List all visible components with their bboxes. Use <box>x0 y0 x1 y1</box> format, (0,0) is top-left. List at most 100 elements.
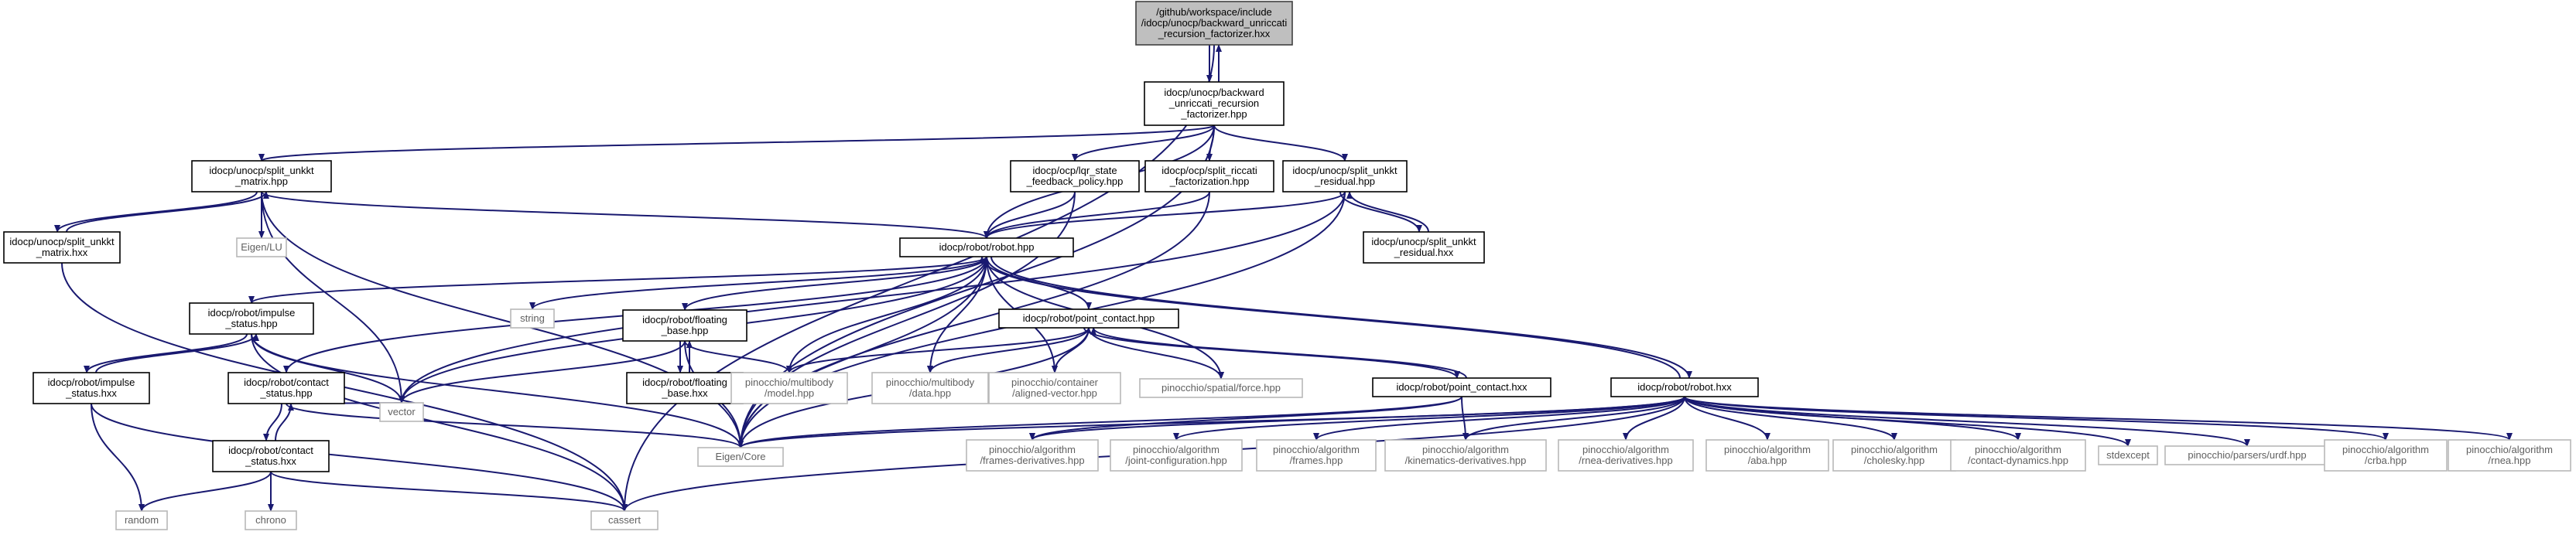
node-label-line: _status.hpp <box>224 318 277 329</box>
node-label-line: /cholesky.hpp <box>1864 455 1925 466</box>
edge-n22-to-n30 <box>1623 396 1685 441</box>
node-label-line: pinocchio/algorithm <box>1273 444 1360 455</box>
node-label-line: Eigen/LU <box>241 241 282 253</box>
node-label-line: idocp/unocp/split_unkkt <box>209 165 314 176</box>
node-label-line: Eigen/Core <box>715 451 765 462</box>
node-idocp-robot-contact-status-hxx[interactable]: idocp/robot/contact_status.hxx <box>212 440 330 472</box>
edge-n21-to-n13 <box>1090 327 1467 379</box>
edge-n22-to-n35 <box>1684 396 2250 447</box>
node-stdexcept: stdexcept <box>2098 445 2158 465</box>
edge-n22-to-n31 <box>1684 396 1770 441</box>
edge-n22-to-n8 <box>979 256 1681 379</box>
node-pinocchio-algorithm-crba-hpp: pinocchio/algorithm/crba.hpp <box>2324 439 2448 472</box>
node-idocp-robot-point-contact-hpp[interactable]: idocp/robot/point_contact.hpp <box>998 308 1179 329</box>
node-cassert: cassert <box>590 510 659 530</box>
edge-n1-to-n5 <box>1213 124 1348 162</box>
node-label-line: /frames-derivatives.hpp <box>980 455 1084 466</box>
edge-n2-to-n8 <box>261 191 990 239</box>
node-label-line: /contact-dynamics.hpp <box>1968 455 2068 466</box>
edge-n9-to-n5 <box>1346 191 1429 233</box>
node-eigen-lu: Eigen/LU <box>236 237 287 257</box>
node-vector: vector <box>379 402 424 422</box>
edge-n4-to-n8 <box>984 191 1210 239</box>
node-pinocchio-parsers-urdf-hpp: pinocchio/parsers/urdf.hpp <box>2164 445 2330 465</box>
node-label-line: idocp/robot/robot.hxx <box>1637 381 1732 393</box>
node-idocp-robot-contact-status-hpp[interactable]: idocp/robot/contact_status.hpp <box>227 372 345 404</box>
node-label-line: _unriccati_recursion <box>1168 97 1259 109</box>
node-label-line: pinocchio/algorithm <box>1724 444 1811 455</box>
node-eigen-core: Eigen/Core <box>697 447 784 467</box>
edge-n2-to-n6 <box>54 191 258 233</box>
edge-n8-to-n18 <box>927 256 987 373</box>
node-idocp-unocp-split-unkkt-matrix-hxx[interactable]: idocp/unocp/split_unkkt_matrix.hxx <box>3 231 121 264</box>
edge-n8-to-n12 <box>682 256 987 311</box>
node-label-line: pinocchio/algorithm <box>1975 444 2061 455</box>
node-idocp-robot-impulse-status-hpp[interactable]: idocp/robot/impulse_status.hpp <box>189 302 314 335</box>
edge-n22-to-n32 <box>1684 396 1897 441</box>
node-label-line: pinocchio/algorithm <box>1133 444 1220 455</box>
node-label-line: pinocchio/algorithm <box>1422 444 1509 455</box>
node-label-line: /crba.hpp <box>2365 455 2407 466</box>
node-label-line: cassert <box>608 514 641 526</box>
node-idocp-unocp-split-unkkt-residual-hpp[interactable]: idocp/unocp/split_unkkt_residual.hpp <box>1282 160 1408 193</box>
edge-n13-to-n18 <box>927 327 1090 373</box>
node-idocp-unocp-backward-unriccati-recursion-factorizer-hpp[interactable]: idocp/unocp/backward_unriccati_recursion… <box>1144 81 1285 126</box>
node-label-line: /frames.hpp <box>1290 455 1343 466</box>
node-label-line: _factorization.hpp <box>1169 175 1250 187</box>
node-label-line: idocp/ocp/split_riccati <box>1161 165 1257 176</box>
edge-n12-to-n23 <box>399 340 686 404</box>
node-label-line: _base.hpp <box>661 325 709 336</box>
node-label-line: idocp/robot/robot.hpp <box>939 241 1035 253</box>
node-github-workspace-include-idocp-unocp-backward-unriccati-recursion-factorizer-hxx[interactable]: /github/workspace/include/idocp/unocp/ba… <box>1135 1 1293 46</box>
node-idocp-unocp-split-unkkt-matrix-hpp[interactable]: idocp/unocp/split_unkkt_matrix.hpp <box>191 160 332 193</box>
edge-n8-to-n17 <box>786 256 987 373</box>
node-label-line: pinocchio/container <box>1011 377 1099 388</box>
node-label-line: pinocchio/spatial/force.hpp <box>1161 382 1281 394</box>
node-pinocchio-algorithm-rnea-derivatives-hpp: pinocchio/algorithm/rnea-derivatives.hpp <box>1558 439 1694 472</box>
node-label-line: _factorizer.hpp <box>1180 108 1247 120</box>
node-idocp-robot-robot-hxx[interactable]: idocp/robot/robot.hxx <box>1610 377 1759 397</box>
node-pinocchio-algorithm-frames-derivatives-hpp: pinocchio/algorithm/frames-derivatives.h… <box>966 439 1099 472</box>
node-label-line: /model.hpp <box>765 387 814 399</box>
node-label-line: _status.hxx <box>245 455 296 467</box>
edge-n25-to-n40 <box>270 471 628 512</box>
node-idocp-ocp-split-riccati-factorization-hpp[interactable]: idocp/ocp/split_riccati_factorization.hp… <box>1144 160 1274 193</box>
node-label-line: idocp/unocp/split_unkkt <box>9 236 115 247</box>
node-label-line: _status.hpp <box>259 387 312 399</box>
node-string: string <box>510 308 555 329</box>
edge-n14-to-n38 <box>91 403 145 512</box>
node-idocp-robot-point-contact-hxx[interactable]: idocp/robot/point_contact.hxx <box>1372 377 1551 397</box>
node-idocp-robot-robot-hpp[interactable]: idocp/robot/robot.hpp <box>899 237 1074 257</box>
edge-n10-to-n24 <box>251 333 744 448</box>
node-label-line: random <box>125 514 159 526</box>
node-label-line: idocp/robot/floating <box>642 377 727 388</box>
edge-n15-to-n24 <box>286 403 744 448</box>
node-pinocchio-algorithm-rnea-hpp: pinocchio/algorithm/rnea.hpp <box>2448 439 2571 472</box>
node-pinocchio-algorithm-frames-hpp: pinocchio/algorithm/frames.hpp <box>1256 439 1377 472</box>
node-label-line: _feedback_policy.hpp <box>1026 175 1124 187</box>
edge-n21-to-n29 <box>1461 396 1469 441</box>
node-idocp-unocp-split-unkkt-residual-hxx[interactable]: idocp/unocp/split_unkkt_residual.hxx <box>1363 231 1485 264</box>
node-idocp-ocp-lqr-state-feedback-policy-hpp[interactable]: idocp/ocp/lqr_state_feedback_policy.hpp <box>1010 160 1140 193</box>
node-label-line: idocp/unocp/split_unkkt <box>1371 236 1476 247</box>
node-idocp-robot-floating-base-hxx[interactable]: idocp/robot/floating_base.hxx <box>626 372 744 404</box>
node-random: random <box>115 510 168 530</box>
node-label-line: idocp/robot/floating <box>642 314 727 325</box>
node-label-line: pinocchio/multibody <box>886 377 975 388</box>
edge-n25-to-n15 <box>275 403 294 441</box>
node-pinocchio-spatial-force-hpp: pinocchio/spatial/force.hpp <box>1139 378 1303 398</box>
edge-n22-to-n34 <box>1684 396 2131 447</box>
edge-n14-to-n10 <box>95 333 259 373</box>
node-label-line: _residual.hpp <box>1314 175 1375 187</box>
node-idocp-robot-floating-base-hpp[interactable]: idocp/robot/floating_base.hpp <box>622 309 747 342</box>
node-label-line: _recursion_factorizer.hxx <box>1158 28 1271 39</box>
edge-n8-to-n24 <box>737 256 987 448</box>
edge-n5-to-n23 <box>399 191 1346 404</box>
node-pinocchio-multibody-data-hpp: pinocchio/multibody/data.hpp <box>871 372 989 404</box>
node-pinocchio-algorithm-contact-dynamics-hpp: pinocchio/algorithm/contact-dynamics.hpp <box>1950 439 2086 472</box>
node-label-line: idocp/ocp/lqr_state <box>1032 165 1117 176</box>
node-idocp-robot-impulse-status-hxx[interactable]: idocp/robot/impulse_status.hxx <box>32 372 150 404</box>
edge-n22-to-n26 <box>1029 396 1685 441</box>
node-pinocchio-algorithm-aba-hpp: pinocchio/algorithm/aba.hpp <box>1705 439 1829 472</box>
node-label-line: _residual.hxx <box>1394 247 1454 258</box>
